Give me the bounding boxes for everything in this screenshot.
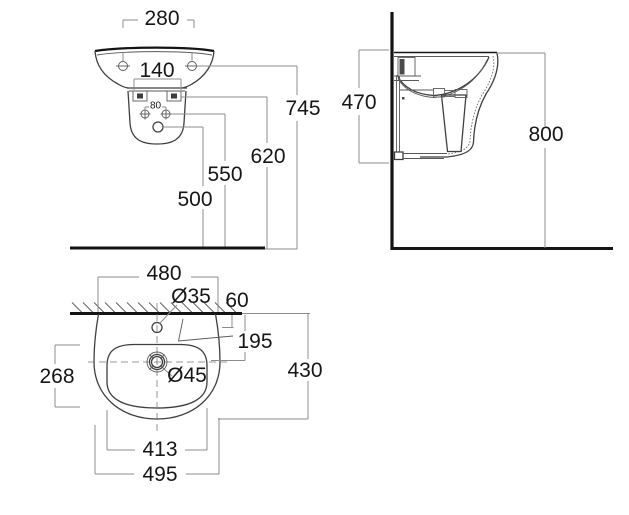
dim-430-label: 430 bbox=[287, 359, 322, 382]
semi-pedestal-outline bbox=[127, 90, 187, 145]
bowl-outline-plan bbox=[106, 343, 208, 409]
plan-view: 480 Ø35 60 195 430 268 Ø45 bbox=[39, 262, 322, 486]
dim-o35-label: Ø35 bbox=[171, 285, 211, 308]
wall-bracket-bar bbox=[399, 59, 405, 75]
dim-620: 620 bbox=[250, 97, 286, 249]
basin-left-edge bbox=[94, 50, 129, 89]
tap-hole bbox=[151, 321, 163, 334]
basin-right-edge bbox=[181, 50, 215, 89]
dim-280-label: 280 bbox=[144, 7, 179, 30]
leader-o35 bbox=[159, 304, 178, 324]
drain-ring-outer bbox=[146, 351, 168, 373]
front-view: 280 140 80 500 550 620 bbox=[70, 7, 321, 250]
basin-shell-stipple bbox=[446, 55, 495, 155]
dim-470: 470 bbox=[341, 49, 389, 164]
trap-cover bbox=[440, 94, 467, 153]
drain-hole-front bbox=[152, 121, 164, 133]
pedestal-foot bbox=[393, 151, 404, 161]
dim-280: 280 bbox=[122, 7, 195, 62]
fixing-clip-left bbox=[132, 90, 148, 102]
dim-800: 800 bbox=[497, 52, 564, 248]
drain-fitting-left bbox=[433, 88, 445, 98]
dim-620-label: 620 bbox=[250, 145, 285, 168]
wall-hatching bbox=[71, 302, 237, 313]
bowl-interior-curve-2 bbox=[397, 59, 488, 98]
dim-430: 430 bbox=[218, 313, 323, 420]
dim-o45-label: Ø45 bbox=[167, 364, 207, 387]
pedestal-hole-dot bbox=[402, 97, 405, 100]
dim-140: 140 bbox=[133, 59, 182, 90]
dim-495-label: 495 bbox=[142, 463, 177, 486]
dim-140-label: 140 bbox=[139, 59, 174, 82]
basin-rim-inner-line bbox=[96, 51, 213, 56]
leader-o45 bbox=[163, 368, 173, 377]
dim-80: 80 bbox=[144, 101, 167, 112]
dim-413-label: 413 bbox=[142, 438, 177, 461]
dim-550: 550 bbox=[207, 114, 243, 248]
dim-495: 495 bbox=[94, 418, 220, 486]
dim-268: 268 bbox=[39, 344, 80, 408]
drain-ring-mid bbox=[148, 353, 166, 371]
fixing-clip-left-core bbox=[137, 93, 143, 99]
side-view: 470 800 bbox=[341, 12, 613, 250]
dim-745: 745 bbox=[285, 66, 321, 249]
dim-60-label: 60 bbox=[225, 289, 248, 312]
dim-470-label: 470 bbox=[341, 91, 376, 114]
dim-480-label: 480 bbox=[146, 262, 181, 285]
fixing-clip-right-core bbox=[171, 93, 177, 99]
dim-80-label: 80 bbox=[150, 101, 162, 112]
basin-rim-front bbox=[94, 46, 215, 53]
annotation-leader bbox=[177, 318, 234, 342]
dim-800-label: 800 bbox=[528, 123, 563, 146]
fixing-clip-right bbox=[166, 90, 182, 102]
dim-268-label: 268 bbox=[39, 365, 74, 388]
dim-500-label: 500 bbox=[177, 188, 212, 211]
basin-shell-profile bbox=[420, 52, 499, 158]
dim-480: 480 bbox=[97, 262, 219, 312]
dim-500: 500 bbox=[177, 127, 213, 248]
dim-413: 413 bbox=[106, 408, 208, 461]
drain-fitting-right bbox=[454, 89, 468, 98]
dim-745-label: 745 bbox=[285, 97, 320, 120]
dim-195: 195 bbox=[211, 315, 273, 361]
dim-60: 60 bbox=[222, 289, 249, 328]
dim-195-label: 195 bbox=[237, 330, 272, 353]
dim-550-label: 550 bbox=[207, 163, 242, 186]
drain-ring-inner bbox=[150, 355, 164, 369]
